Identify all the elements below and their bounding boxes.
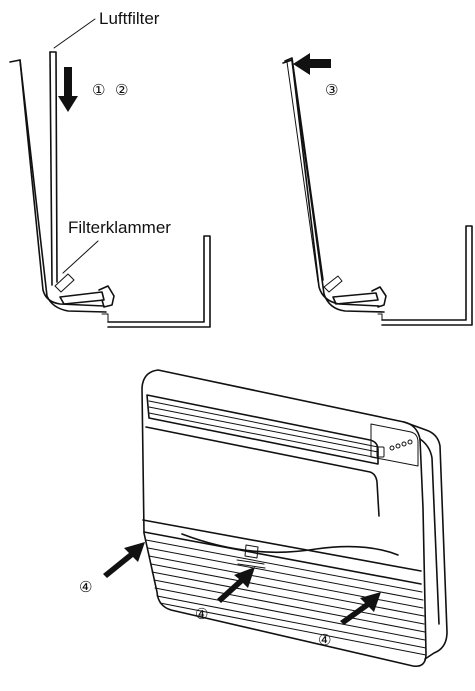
center-tab [244, 544, 259, 559]
air-filter-label: Luftfilter [99, 9, 160, 28]
indicator-light-4 [407, 439, 413, 445]
filter-clip-leader-line [62, 240, 99, 274]
display-icon [376, 446, 385, 458]
air-filter-leader-line [53, 18, 96, 49]
clip-mount [59, 291, 105, 305]
indicator-light-3 [401, 441, 407, 447]
step-marker-1: ① [92, 81, 105, 99]
step-marker-3: ③ [325, 81, 338, 99]
arrow-down-icon [58, 67, 78, 112]
intake-grille-line-4 [150, 563, 425, 617]
step-marker-2: ② [115, 81, 128, 99]
step-marker-4-left: ④ [79, 578, 92, 596]
arrow-diagonal-icon-center [217, 567, 255, 603]
intake-grille-line-6 [153, 579, 426, 633]
step-marker-4-center: ④ [195, 605, 208, 623]
lower-panel-top [143, 531, 422, 585]
right-cabinet-inner [291, 59, 385, 313]
left-bracket [101, 313, 109, 323]
lower-panel-divider [142, 519, 422, 572]
air-conditioner-unit: ④ ④ ④ [79, 369, 448, 668]
right-bracket [377, 313, 383, 321]
unit-side-depth [419, 438, 440, 625]
slid-filter-inner [286, 61, 319, 283]
unit-front-outline [141, 369, 427, 668]
indicator-light-2 [395, 443, 401, 449]
slid-filter-outer [284, 57, 324, 281]
air-filter-inner [49, 51, 53, 286]
arrow-left-icon [293, 53, 331, 75]
filter-slide-panel: ③ [282, 53, 473, 326]
upper-panel-divider [145, 426, 380, 517]
right-clip-mount [332, 292, 379, 305]
arrow-diagonal-icon [103, 542, 145, 578]
arrow-diagonal-icon-right [340, 592, 381, 625]
step-marker-4-right: ④ [318, 631, 331, 649]
filter-clip-label: Filterklammer [68, 218, 171, 237]
tab-detail-right [237, 563, 266, 569]
filter-clip-outline [54, 273, 75, 293]
right-housing [381, 225, 473, 326]
louver-line-3 [148, 412, 379, 459]
intake-grille-line-9 [159, 602, 427, 656]
indicator-light-1 [389, 445, 395, 451]
intake-grille-line-1 [145, 539, 423, 593]
filter-removal-panel: Luftfilter Filterklammer ① ② [9, 9, 211, 328]
unit-side-outline [403, 421, 448, 660]
right-hinge-part [371, 286, 387, 308]
intake-grille-line-5 [151, 571, 425, 625]
tab-detail-left [236, 559, 265, 565]
intake-grille-line-2 [147, 547, 424, 601]
front-panel-curve [181, 533, 399, 556]
intake-grille-line-7 [154, 587, 426, 641]
louver-line-2 [148, 406, 379, 453]
hinge-part [98, 285, 115, 308]
intake-grille-line-8 [156, 595, 427, 649]
right-housing-left [107, 235, 211, 328]
control-panel-box [370, 423, 419, 467]
louver-line-1 [148, 400, 379, 448]
left-cabinet-inner [19, 59, 107, 313]
right-filter-clip [323, 275, 343, 293]
air-filter-outer [49, 51, 58, 283]
